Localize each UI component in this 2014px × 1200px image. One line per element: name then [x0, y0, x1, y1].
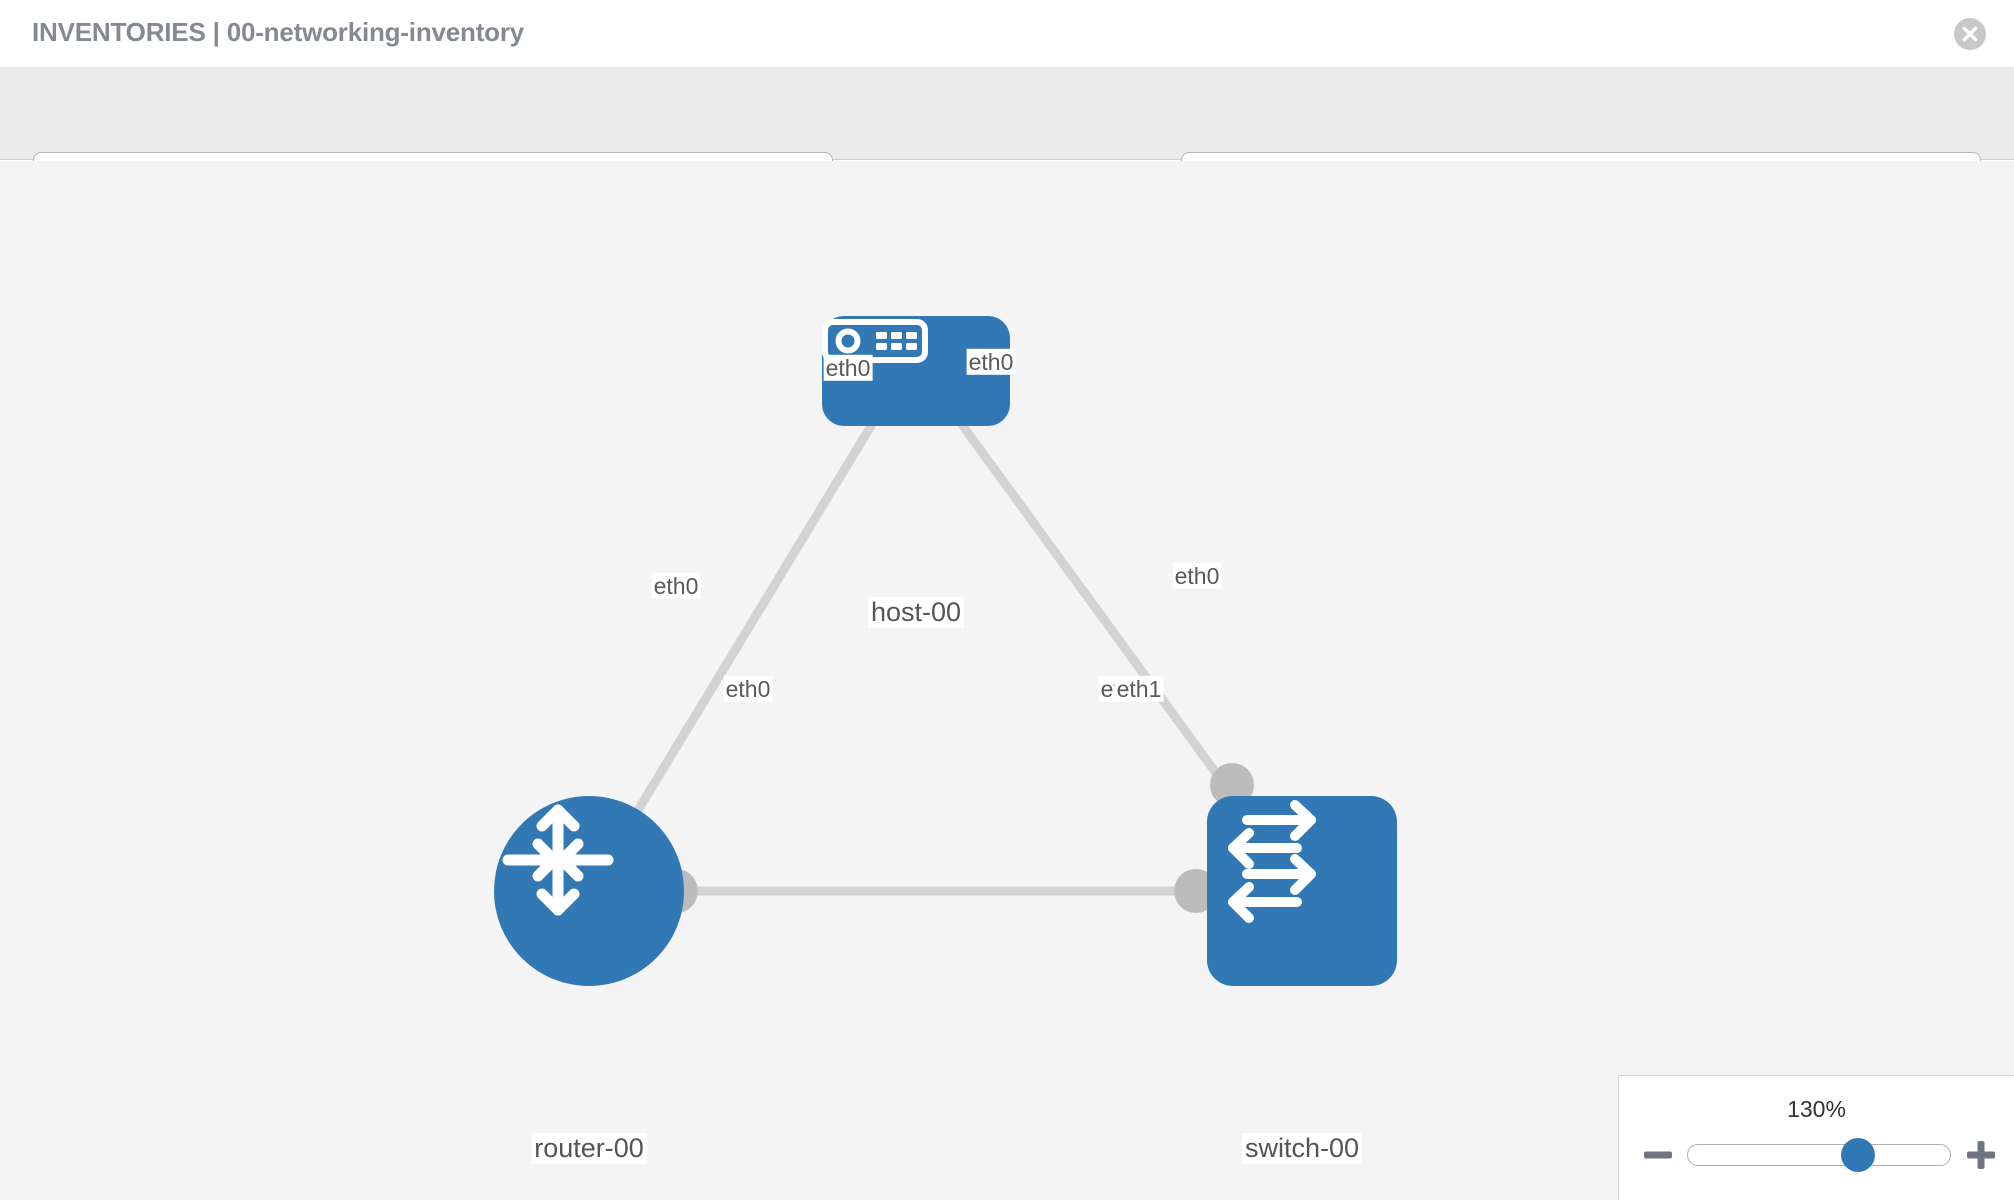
- minus-icon[interactable]: [1641, 1138, 1675, 1172]
- zoom-level-value: 130%: [1787, 1096, 1846, 1122]
- switch-00-shape[interactable]: [1207, 796, 1397, 986]
- topology-canvas[interactable]: host-00 router-00: [0, 161, 2014, 1200]
- zoom-slider-track[interactable]: [1687, 1138, 1951, 1172]
- iface-label-router-east: eth0: [723, 675, 773, 703]
- iface-label-host-right: eth0: [966, 348, 1016, 376]
- toolbar: ACTIONS SEARCH: [0, 68, 2014, 210]
- zoom-slider-thumb[interactable]: [1841, 1138, 1876, 1172]
- close-icon[interactable]: [1954, 18, 1986, 50]
- switch-arrows-icon: [1228, 800, 1316, 923]
- router-00-shape[interactable]: [494, 796, 684, 986]
- iface-label-router-up: eth0: [651, 572, 701, 600]
- node-label-router-00: router-00: [531, 1133, 647, 1165]
- node-label-switch-00: switch-00: [1241, 1133, 1363, 1165]
- iface-label-switch-up: eth0: [1172, 562, 1222, 590]
- plus-icon[interactable]: [1964, 1138, 1998, 1172]
- server-appliance-icon: [822, 319, 928, 363]
- page-title: INVENTORIES | 00-networking-inventory: [32, 17, 525, 47]
- iface-label-switch-west-eth1: eth1: [1114, 675, 1164, 703]
- node-label-host-00: host-00: [867, 597, 965, 629]
- topology-links: [584, 406, 1307, 896]
- page-header: INVENTORIES | 00-networking-inventory: [0, 0, 2014, 68]
- router-arrows-icon: [502, 804, 614, 916]
- zoom-control-panel: 130%: [1618, 1075, 2014, 1200]
- iface-label-host-left: eth0: [823, 354, 873, 382]
